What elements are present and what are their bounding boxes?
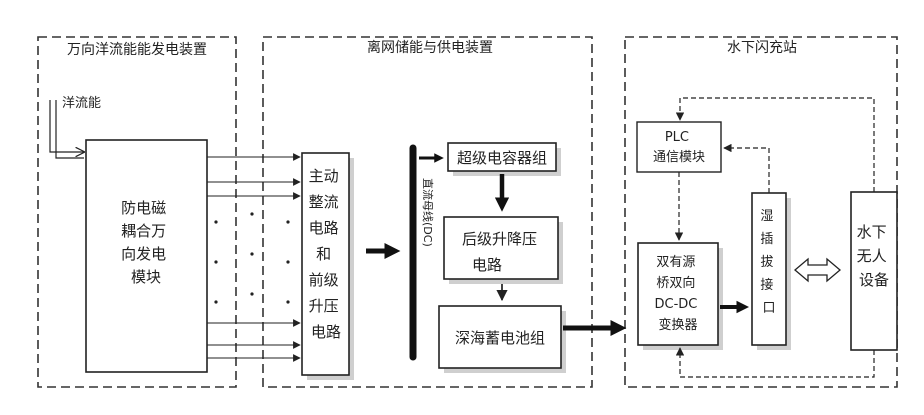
right-section-title: 水下闪充站 xyxy=(727,40,797,56)
supercap-label: 超级电容器组 xyxy=(457,149,547,167)
middle-section-title: 离网储能与供电装置 xyxy=(367,39,493,56)
left-section-title: 万向洋流能能发电装置 xyxy=(67,42,207,58)
dc-bus-label: 直流母线(DC) xyxy=(421,178,435,247)
ellipsis-dots xyxy=(214,212,289,303)
ocean-energy-label: 洋流能 xyxy=(62,96,101,111)
battery-label: 深海蓄电池组 xyxy=(455,329,545,347)
connector-to-plc-arrow xyxy=(724,148,769,193)
rectifier-module xyxy=(302,153,349,375)
phase-lines xyxy=(207,157,300,358)
bidirectional-arrow xyxy=(795,259,840,281)
uuv-to-converter-comm-line xyxy=(680,348,874,377)
uuv-label: 水下 无人 设备 xyxy=(857,223,892,289)
